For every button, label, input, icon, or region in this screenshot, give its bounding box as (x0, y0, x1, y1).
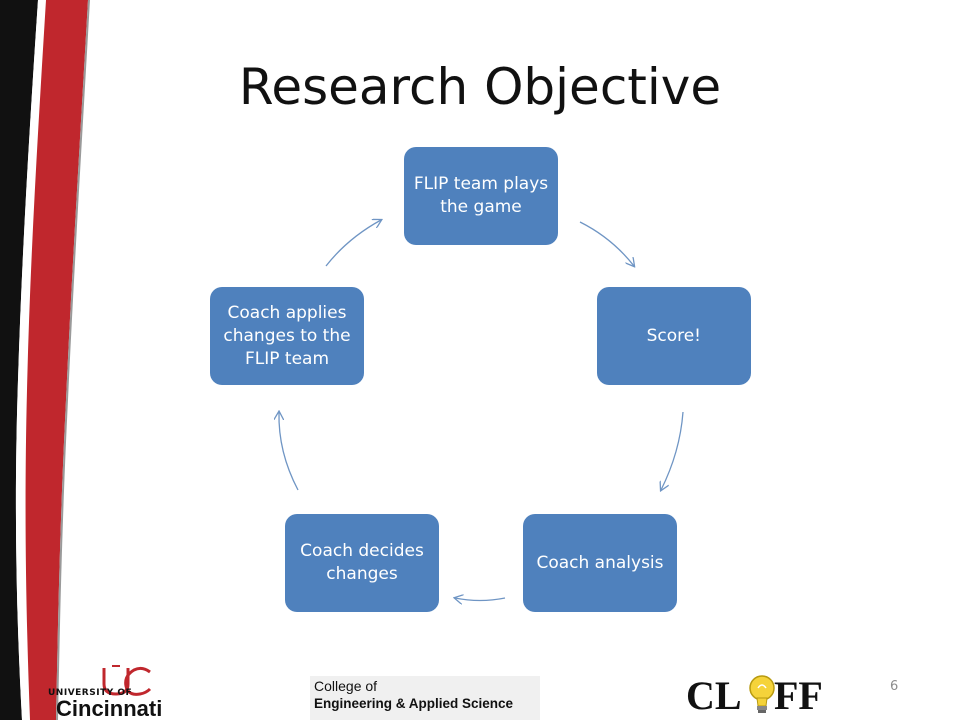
sidebar-gray-edge (56, 0, 90, 720)
node-label: Coach analysis (536, 552, 664, 573)
slide-title: Research Objective (238, 58, 722, 116)
node-label: Score! (646, 325, 701, 346)
sidebar-decoration (0, 0, 90, 720)
college-logo-line1: College of (314, 678, 378, 694)
college-logo: College of Engineering & Applied Science (310, 676, 540, 720)
lightbulb-icon (749, 675, 775, 713)
sidebar-white-gap (15, 0, 46, 720)
uc-logo: UNIVERSITY OF Cincinnati (42, 664, 162, 721)
uc-monogram-icon (102, 665, 152, 696)
node-label: FLIP team plays the game (413, 174, 549, 217)
uc-logo-line1: UNIVERSITY OF (48, 688, 133, 698)
college-logo-line2: Engineering & Applied Science (314, 696, 514, 711)
node-label: Coach decides changes (300, 541, 424, 584)
cliff-logo-left: CL (686, 673, 742, 718)
slide-number: 6 (890, 679, 899, 694)
arrow-score-to-analysis (661, 411, 684, 490)
cliff-logo-right: FF (774, 673, 823, 718)
arrow-play-to-score (579, 221, 634, 266)
cliff-logo: CL FF (680, 672, 850, 720)
arrow-decide-to-apply (279, 412, 299, 491)
sidebar-red-stripe (25, 0, 88, 720)
uc-logo-line2: Cincinnati (56, 696, 163, 721)
arrow-analysis-to-decide (455, 598, 506, 601)
node-flip-team-plays: FLIP team plays the game (404, 147, 558, 245)
node-label: Coach applies changes to the FLIP team (223, 302, 351, 369)
sidebar-black-stripe (0, 0, 38, 720)
node-coach-decides: Coach decides changes (285, 514, 439, 612)
node-coach-analysis: Coach analysis (523, 514, 677, 612)
node-coach-applies: Coach applies changes to the FLIP team (210, 287, 364, 385)
arrow-apply-to-play (325, 220, 381, 267)
node-score: Score! (597, 287, 751, 385)
